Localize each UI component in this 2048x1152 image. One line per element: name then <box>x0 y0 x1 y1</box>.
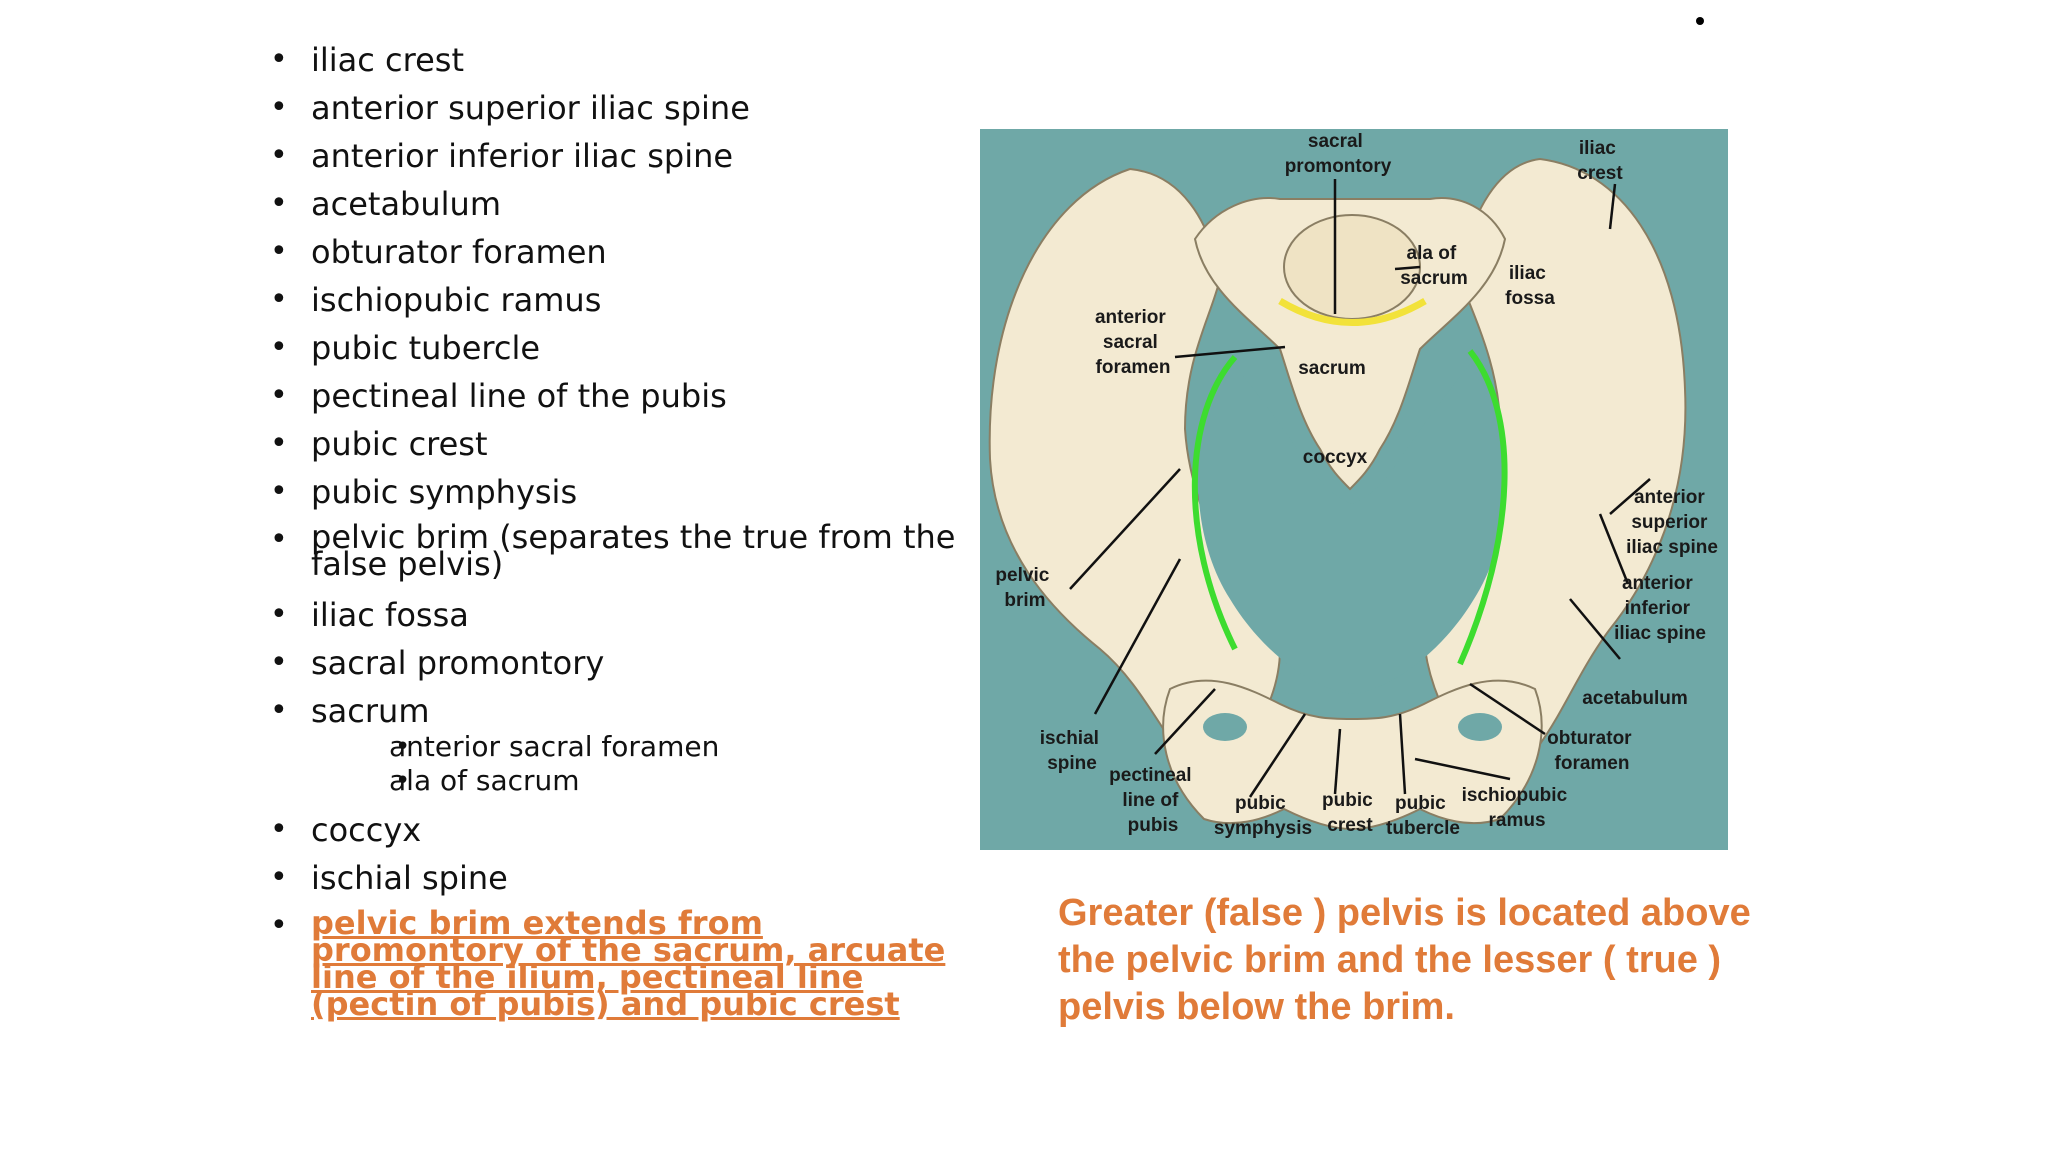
bullet-list: • iliac crest • anterior superior iliac sp… <box>270 44 970 1023</box>
label-iliac-crest: iliac crest <box>1577 138 1623 184</box>
bullet-item: • obturator foramen <box>270 236 970 284</box>
bullet-text: ischiopubic ramus <box>311 281 602 319</box>
label-pubic-tubercle: pubic tubercle <box>1386 793 1460 839</box>
label-sacral-promontory: sacral promontory <box>1285 131 1392 177</box>
bullet-item: • pubic tubercle <box>270 332 970 380</box>
bullet-text: iliac crest <box>311 41 464 79</box>
label-ala-of-sacrum: ala of sacrum <box>1400 243 1468 289</box>
label-pubic-symphysis: pubic symphysis <box>1214 793 1312 839</box>
bullet-text: pubic crest <box>311 425 488 463</box>
bullet-text: coccyx <box>311 811 422 849</box>
bullet-dot: • <box>270 378 288 413</box>
sub-bullet-list: •anterior sacral foramen •ala of sacrum <box>311 733 970 801</box>
bullet-text: pectineal line of the pubis <box>311 377 727 415</box>
label-ischiopubic-ramus: ischiopubic ramus <box>1462 785 1573 831</box>
label-coccyx: coccyx <box>1303 447 1368 468</box>
bullet-dot: • <box>270 693 288 728</box>
bullet-text: acetabulum <box>311 185 501 223</box>
pelvic-brim-line-right <box>1457 349 1508 666</box>
label-obturator-foramen: obturator foramen <box>1547 728 1637 774</box>
bullet-dot: • <box>270 860 288 895</box>
bullet-text: anterior superior iliac spine <box>311 89 750 127</box>
bullet-dot: • <box>270 330 288 365</box>
sacrum-shape <box>1193 197 1507 491</box>
bullet-dot: • <box>270 90 288 125</box>
bullet-item: •sacrum •anterior sacral foramen •ala of… <box>270 695 970 814</box>
pelvic-brim-note-link[interactable]: pelvic brim extends from promontory of t… <box>311 904 946 1023</box>
label-anterior-inferior-iliac-spine: anterior inferior iliac spine <box>1614 573 1706 644</box>
bullet-dot: • <box>270 42 288 77</box>
bullet-dot: • <box>270 908 288 943</box>
bullet-text: obturator foramen <box>311 233 607 271</box>
pelvis-diagram: sacral promontory iliac crest ala of sac… <box>980 129 1728 850</box>
bullet-item: • iliac fossa <box>270 599 970 647</box>
bullet-item: • coccyx <box>270 814 970 862</box>
bullet-dot: • <box>270 234 288 269</box>
bullet-dot: • <box>270 597 288 632</box>
bullet-item: • pubic crest <box>270 428 970 476</box>
bullet-text: pubic tubercle <box>311 329 541 367</box>
label-iliac-fossa: iliac fossa <box>1505 263 1555 309</box>
sacral-body-shape <box>1283 214 1421 320</box>
promontory-line <box>1278 297 1427 326</box>
bullet-dot: • <box>270 522 288 557</box>
pelvic-brim-line-left <box>1191 355 1238 651</box>
bullet-dot: • <box>395 732 411 762</box>
pelvis-diagram-svg: sacral promontory iliac crest ala of sac… <box>988 131 1718 839</box>
bullet-item: • pubic symphysis <box>270 476 970 524</box>
bullet-text: anterior inferior iliac spine <box>311 137 734 175</box>
pelvic-inlet-hole <box>1198 359 1506 694</box>
bullet-text: pelvic brim (separates the true from the… <box>311 518 956 583</box>
bullet-text: iliac fossa <box>311 596 469 634</box>
label-pubic-crest: pubic crest <box>1322 790 1378 836</box>
bullet-item: • ischial spine <box>270 862 970 910</box>
label-sacrum: sacrum <box>1298 358 1366 379</box>
pubis-shape <box>1162 679 1543 831</box>
bullet-dot: • <box>270 474 288 509</box>
label-pectineal-line-of-pubis: pectineal line of pubis <box>1109 765 1197 836</box>
bullet-item: • ischiopubic ramus <box>270 284 970 332</box>
bullet-text: pubic symphysis <box>311 473 578 511</box>
sub-bullet-text: ala of sacrum <box>389 764 580 797</box>
label-anterior-sacral-foramen: anterior sacral foramen <box>1095 307 1171 378</box>
bullet-item: • pelvic brim (separates the true from th… <box>270 518 970 599</box>
false-true-pelvis-caption: Greater (false ) pelvis is located above… <box>1058 892 1751 1028</box>
bullet-item: • pectineal line of the pubis <box>270 380 970 428</box>
bullet-item: • anterior inferior iliac spine <box>270 140 970 188</box>
bullet-dot: • <box>270 426 288 461</box>
bullet-dot: • <box>270 282 288 317</box>
bullet-dot: • <box>270 186 288 221</box>
bullet-text: sacral promontory <box>311 644 605 682</box>
bullet-dot: • <box>270 812 288 847</box>
sub-bullet-text: anterior sacral foramen <box>389 730 720 763</box>
bullet-dot: • <box>270 645 288 680</box>
bullet-dot: • <box>270 138 288 173</box>
label-pelvic-brim: pelvic brim <box>995 565 1054 611</box>
label-acetabulum: acetabulum <box>1582 688 1688 709</box>
label-ischial-spine: ischial spine <box>1040 728 1104 774</box>
sub-bullet-item: •anterior sacral foramen <box>353 733 970 767</box>
leader-lines <box>1069 179 1651 798</box>
bullet-item: • iliac crest <box>270 44 970 92</box>
corner-dot <box>1696 17 1704 25</box>
bullet-item-pelvic-brim-note: • pelvic brim extends from promontory of … <box>270 904 970 1023</box>
bullet-text: sacrum <box>311 692 430 730</box>
bullet-item: • anterior superior iliac spine <box>270 92 970 140</box>
bullet-dot: • <box>395 766 411 796</box>
label-anterior-superior-iliac-spine: anterior superior iliac spine <box>1626 487 1718 558</box>
left-obturator-foramen <box>1203 713 1247 741</box>
right-obturator-foramen <box>1458 713 1502 741</box>
sub-bullet-item: •ala of sacrum <box>353 767 970 801</box>
bullet-item: • sacral promontory <box>270 647 970 695</box>
bullet-text: ischial spine <box>311 859 508 897</box>
bullet-item: • acetabulum <box>270 188 970 236</box>
